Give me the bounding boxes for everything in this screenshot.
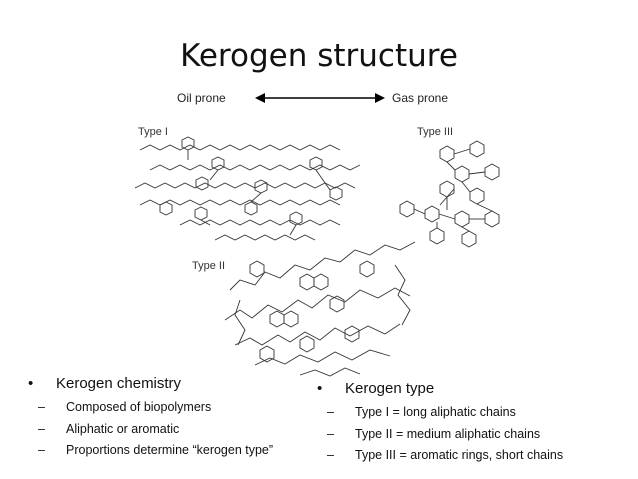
list-item-text: Aliphatic or aromatic xyxy=(66,421,180,436)
double-arrow-icon xyxy=(255,93,385,103)
dash-icon: – xyxy=(38,421,45,436)
dash-icon: – xyxy=(38,400,45,414)
list-item-text: Type II = medium aliphatic chains xyxy=(355,426,541,441)
heading-text: Kerogen type xyxy=(345,380,435,397)
list-item-heading: • Kerogen type xyxy=(317,381,617,396)
list-item-heading: • Kerogen chemistry xyxy=(28,376,318,391)
list-item: – Type II = medium aliphatic chains xyxy=(317,426,617,441)
dash-icon: – xyxy=(327,448,334,462)
list-item: – Type I = long aliphatic chains xyxy=(317,406,617,419)
list-item: – Aliphatic or aromatic xyxy=(28,421,318,436)
type1-label: Type I xyxy=(138,126,168,138)
kerogen-type-list: • Kerogen type – Type I = long aliphatic… xyxy=(317,381,617,471)
heading-text: Kerogen chemistry xyxy=(56,375,182,392)
dash-icon: – xyxy=(327,426,334,441)
list-item: – Proportions determine “kerogen type” xyxy=(28,444,318,457)
dash-icon: – xyxy=(38,443,45,457)
bullet-icon: • xyxy=(317,380,323,397)
list-item-text: Type I = long aliphatic chains xyxy=(355,405,516,419)
gas-prone-label: Gas prone xyxy=(392,91,449,105)
type2-structure-drawing xyxy=(224,241,416,377)
list-item-text: Composed of biopolymers xyxy=(66,400,212,414)
type3-structure-drawing xyxy=(399,140,500,248)
type2-label: Type II xyxy=(192,260,226,272)
type1-structure-drawing xyxy=(134,136,361,241)
type3-label: Type III xyxy=(417,126,454,138)
bullet-icon: • xyxy=(28,375,34,392)
kerogen-chemistry-list: • Kerogen chemistry – Composed of biopol… xyxy=(28,376,318,466)
slide-title: Kerogen structure xyxy=(180,38,458,74)
list-item-text: Type III = aromatic rings, short chains xyxy=(355,448,564,462)
list-item-text: Proportions determine “kerogen type” xyxy=(66,443,274,457)
list-item: – Type III = aromatic rings, short chain… xyxy=(317,449,617,462)
list-item: – Composed of biopolymers xyxy=(28,401,318,414)
dash-icon: – xyxy=(327,405,334,419)
oil-prone-label: Oil prone xyxy=(177,91,226,105)
